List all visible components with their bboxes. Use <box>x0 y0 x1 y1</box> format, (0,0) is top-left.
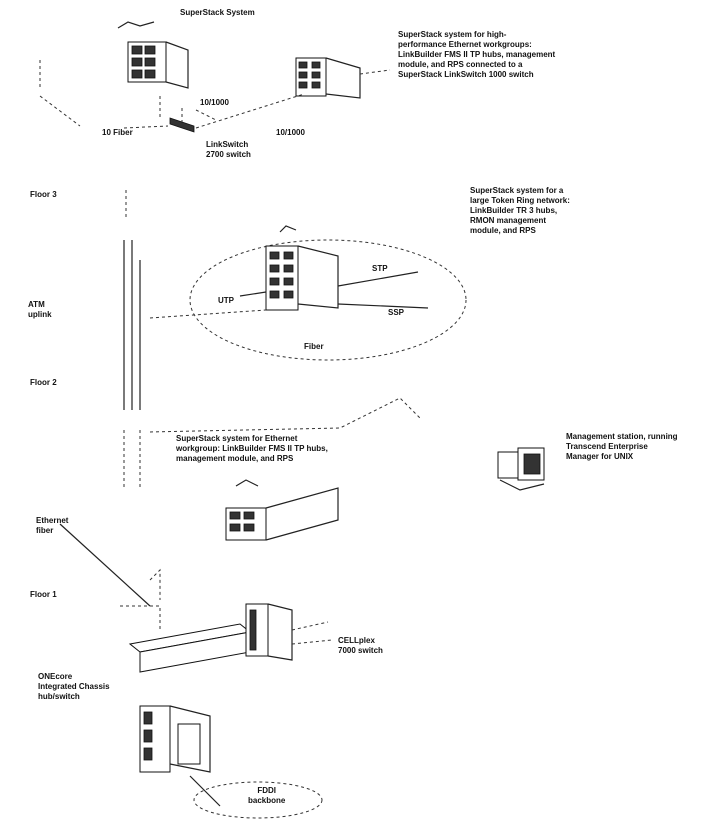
label-fiber-mid: Fiber <box>304 342 324 352</box>
label-floor-3: Floor 3 <box>30 190 57 200</box>
top-left-hub-stack <box>128 42 188 88</box>
label-10-fiber: 10 Fiber <box>102 128 133 138</box>
label-fddi-backbone: FDDI backbone <box>248 786 285 806</box>
mgmt-station <box>498 448 544 490</box>
label-floor-2: Floor 2 <box>30 378 57 388</box>
top-right-hub-stack <box>296 58 390 98</box>
top-cable-icon <box>118 22 154 28</box>
label-ssp: SSP <box>388 308 404 318</box>
label-ethernet-fiber: Ethernet fiber <box>36 516 68 536</box>
label-superstack-mid-desc: SuperStack system for a large Token Ring… <box>470 186 640 236</box>
label-utp: UTP <box>218 296 234 306</box>
label-superstack-low-desc: SuperStack system for Ethernet workgroup… <box>176 434 376 464</box>
label-superstack-top-desc: SuperStack system for high- performance … <box>398 30 628 80</box>
label-mgmt-station: Management station, running Transcend En… <box>566 432 710 462</box>
top-links <box>40 60 304 128</box>
onecore-hub <box>140 706 210 772</box>
riser-floor2 <box>124 430 140 490</box>
label-linkswitch: LinkSwitch 2700 switch <box>206 140 251 160</box>
label-superstack-system-top: SuperStack System <box>180 8 255 18</box>
floor2-bus <box>150 398 420 432</box>
label-stp: STP <box>372 264 388 274</box>
mid-hub-stack <box>266 226 338 310</box>
riser-atm <box>124 240 140 410</box>
ethernet-fiber-leader <box>60 524 150 606</box>
label-onecore-hub: ONEcore Integrated Chassis hub/switch <box>38 672 110 702</box>
mid-to-riser <box>150 310 266 318</box>
label-cellplex-switch: CELLplex 7000 switch <box>338 636 383 656</box>
label-10-1000-b: 10/1000 <box>276 128 305 138</box>
label-floor-1: Floor 1 <box>30 590 57 600</box>
low-hub-stack <box>226 480 338 540</box>
label-atm-uplink: ATM uplink <box>28 300 52 320</box>
label-10-1000-a: 10/1000 <box>200 98 229 108</box>
floor1-links <box>120 570 160 632</box>
onecore-to-fddi <box>190 776 220 806</box>
